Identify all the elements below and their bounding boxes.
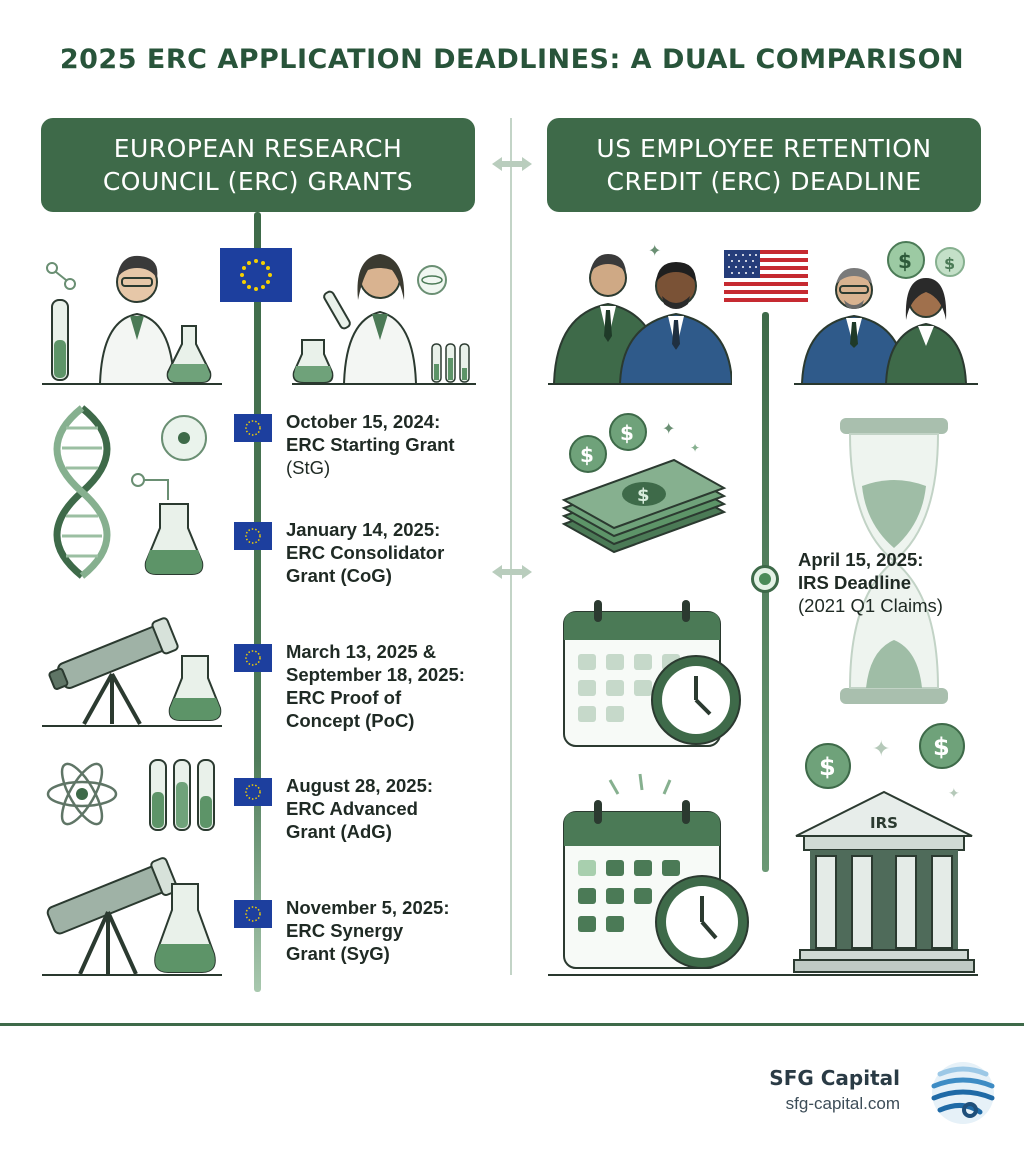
calendar-icon xyxy=(563,600,741,747)
center-divider xyxy=(510,118,512,975)
businessperson-icon: $ $ xyxy=(794,241,978,385)
svg-text:$: $ xyxy=(898,249,912,273)
eu-timeline xyxy=(254,212,261,992)
grant-abbr: Grant (AdG) xyxy=(286,821,392,842)
dna-icon xyxy=(53,405,207,579)
svg-text:$: $ xyxy=(944,254,955,273)
svg-text:✦: ✦ xyxy=(948,786,960,802)
double-arrow-icon xyxy=(492,157,532,171)
timeline-marker xyxy=(751,565,779,593)
businessperson-icon: ✦ xyxy=(548,241,732,385)
deadline-note: (2021 Q1 Claims) xyxy=(798,595,943,616)
deadline-date: October 15, 2024: xyxy=(286,411,441,432)
svg-text:$: $ xyxy=(580,443,594,467)
grant-name: ERC Advanced xyxy=(286,798,418,819)
eu-flag-icon xyxy=(234,522,272,550)
brand-block: SFG Capital sfg-capital.com xyxy=(769,1066,900,1114)
baseline xyxy=(548,974,978,976)
grant-abbr: (StG) xyxy=(286,457,331,478)
grant-name: ERC Proof of xyxy=(286,687,402,708)
eu-flag-icon xyxy=(220,248,292,302)
svg-text:$: $ xyxy=(933,733,950,761)
telescope-icon xyxy=(42,617,222,727)
irs-label: IRS xyxy=(870,814,898,832)
deadline-name: IRS Deadline xyxy=(798,572,912,593)
svg-text:✦: ✦ xyxy=(648,241,661,260)
globe-logo-icon xyxy=(931,1062,995,1124)
page-title: 2025 ERC APPLICATION DEADLINES: A DUAL C… xyxy=(59,44,965,75)
scientist-icon xyxy=(292,254,476,385)
eu-flag-icon xyxy=(234,644,272,672)
deadline-date: November 5, 2025: xyxy=(286,897,450,918)
deadline-date: January 14, 2025: xyxy=(286,519,441,540)
scientist-icon xyxy=(42,255,222,385)
brand-url[interactable]: sfg-capital.com xyxy=(785,1094,900,1113)
grant-abbr: Grant (CoG) xyxy=(286,565,392,586)
deadline-date: August 28, 2025: xyxy=(286,775,434,796)
grant-abbr: Grant (SyG) xyxy=(286,943,390,964)
grant-name: ERC Synergy xyxy=(286,920,404,941)
svg-text:$: $ xyxy=(620,421,634,445)
deadline-date: September 18, 2025: xyxy=(286,664,465,685)
svg-text:✦: ✦ xyxy=(690,441,700,455)
us-deadline-entry: April 15, 2025: IRS Deadline (2021 Q1 Cl… xyxy=(798,548,1008,617)
svg-text:✦: ✦ xyxy=(872,737,890,762)
svg-text:$: $ xyxy=(637,485,650,506)
flask-icon xyxy=(154,883,216,973)
eu-flag-icon xyxy=(234,414,272,442)
us-heading-line2: CREDIT (ERC) DEADLINE xyxy=(606,167,922,196)
money-stack-icon: $ $ ✦ ✦ $ xyxy=(561,413,727,554)
svg-text:$: $ xyxy=(819,753,836,781)
svg-text:✦: ✦ xyxy=(662,419,675,438)
eu-panel-heading: EUROPEAN RESEARCH COUNCIL (ERC) GRANTS xyxy=(41,118,475,212)
double-arrow-icon xyxy=(492,565,532,579)
deadline-date: March 13, 2025 & xyxy=(286,641,437,662)
eu-heading-line2: COUNCIL (ERC) GRANTS xyxy=(102,167,414,196)
calendar-icon xyxy=(563,773,749,969)
us-flag-icon xyxy=(724,250,808,302)
hourglass-icon xyxy=(840,418,948,704)
us-panel-heading: US EMPLOYEE RETENTION CREDIT (ERC) DEADL… xyxy=(547,118,981,212)
grant-abbr: Concept (PoC) xyxy=(286,710,415,731)
grant-name: ERC Consolidator xyxy=(286,542,445,563)
eu-heading-line1: EUROPEAN RESEARCH xyxy=(113,134,403,163)
footer-divider xyxy=(0,1023,1024,1026)
baseline xyxy=(42,974,222,976)
bank-building-icon: $ $ ✦ ✦ xyxy=(793,723,975,973)
brand-name: SFG Capital xyxy=(769,1066,900,1090)
us-heading-line1: US EMPLOYEE RETENTION xyxy=(596,134,932,163)
atom-icon xyxy=(46,759,215,975)
eu-flag-icon xyxy=(234,900,272,928)
deadline-date: April 15, 2025: xyxy=(798,549,924,570)
grant-name: ERC Starting Grant xyxy=(286,434,455,455)
eu-flag-icon xyxy=(234,778,272,806)
